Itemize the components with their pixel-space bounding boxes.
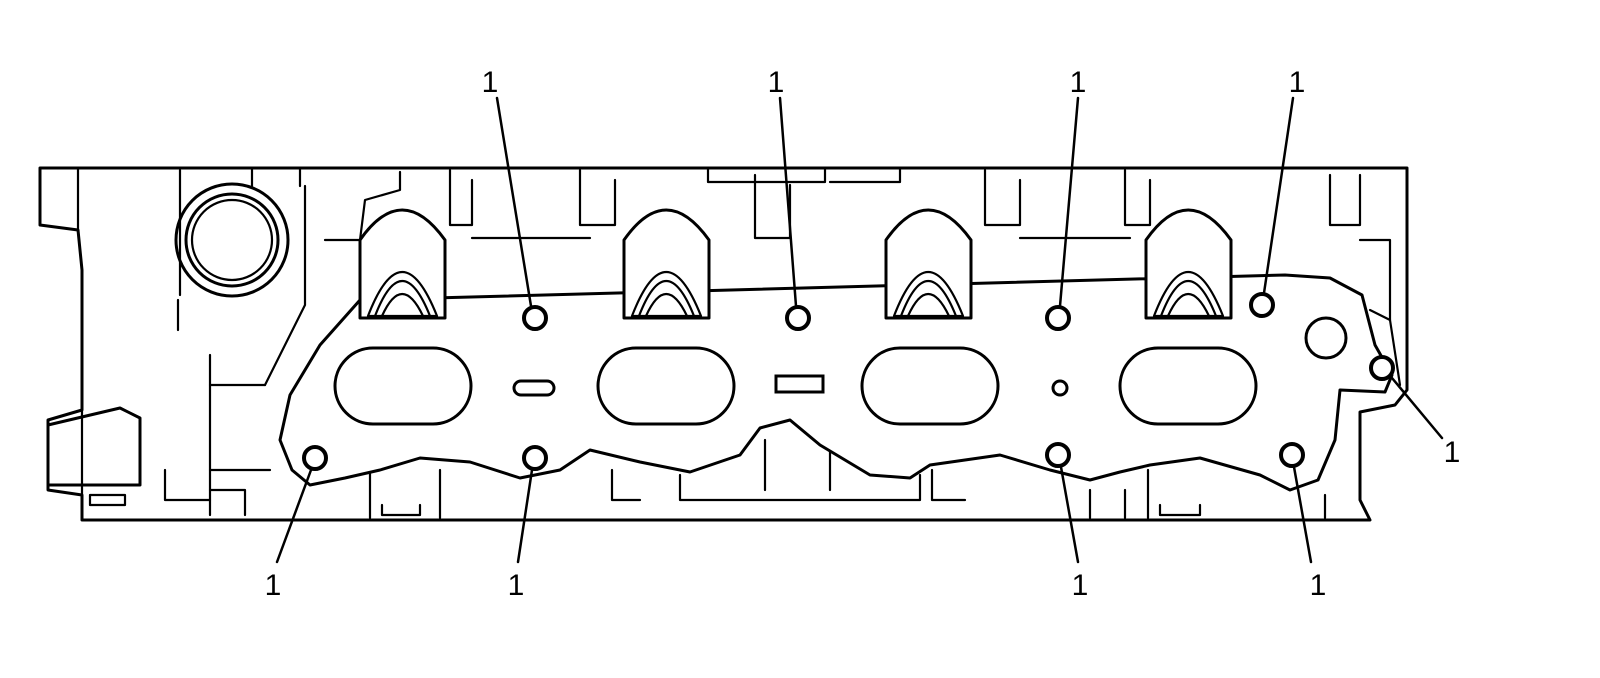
leader-lines [275, 96, 1444, 564]
callout-label: 1 [1289, 66, 1306, 99]
manifold-bolts [302, 292, 1395, 471]
callout-label: 1 [1072, 569, 1089, 602]
valve-seat-4 [1144, 208, 1233, 320]
bolt-top-1 [522, 305, 548, 331]
callout-label: 1 [1310, 569, 1327, 602]
exhaust-ports [333, 346, 1258, 426]
bolt-bottom-4 [1279, 442, 1305, 468]
gasket-small-holes [512, 316, 1348, 397]
bolt-top-2 [785, 305, 811, 331]
exhaust-port-2 [596, 346, 736, 426]
manifold-gasket [278, 273, 1394, 492]
callout-labels: 1 1 1 1 1 1 1 1 1 [265, 66, 1461, 602]
bolt-bottom-1 [302, 445, 328, 471]
callout-label: 1 [768, 66, 785, 99]
callout-label: 1 [508, 569, 525, 602]
callout-label: 1 [1070, 66, 1087, 99]
exhaust-port-1 [333, 346, 473, 426]
valve-seats [358, 208, 1233, 320]
bolt-top-4 [1249, 292, 1275, 318]
callout-label: 1 [482, 66, 499, 99]
valve-seat-1 [358, 208, 447, 320]
bolt-right [1369, 355, 1395, 381]
cylinder-head [38, 166, 1409, 522]
bolt-top-3 [1045, 305, 1071, 331]
callout-label: 1 [265, 569, 282, 602]
valve-seat-3 [884, 208, 973, 320]
bolt-bottom-2 [522, 445, 548, 471]
bolt-bottom-3 [1045, 442, 1071, 468]
exhaust-port-3 [860, 346, 1000, 426]
callout-label: 1 [1444, 436, 1461, 469]
valve-seat-2 [622, 208, 711, 320]
exhaust-port-4 [1118, 346, 1258, 426]
